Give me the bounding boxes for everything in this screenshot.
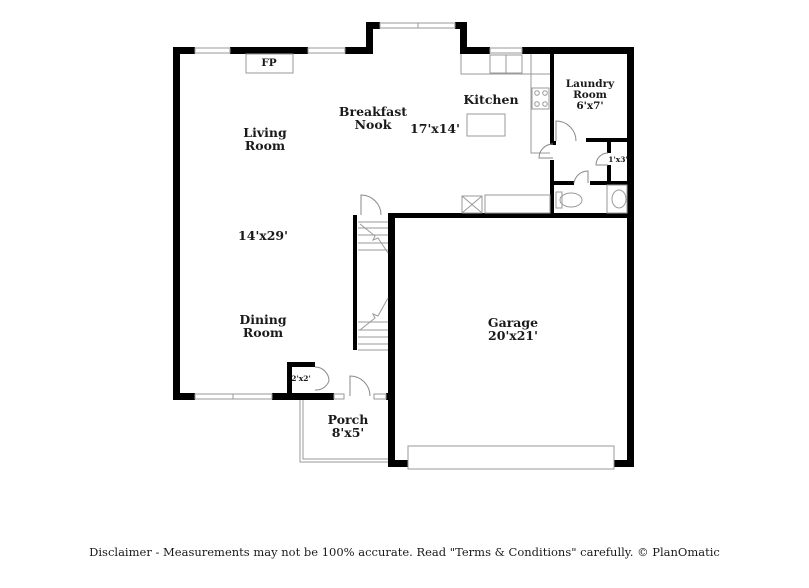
kitchen-counters (460, 54, 551, 214)
staircase (358, 221, 389, 351)
toilet-icon (555, 191, 583, 209)
kitchen-island (466, 113, 506, 137)
interior-walls (353, 54, 628, 350)
garage-dimensions: 20'x21' (488, 328, 538, 344)
garage-name: Garage (487, 315, 539, 330)
living-room-label: Living Room (243, 126, 286, 152)
breakfast-nook-name-1: Breakfast (338, 104, 408, 119)
fireplace (245, 53, 294, 74)
doors (314, 120, 609, 397)
laundry-room-name-2: Room (573, 89, 607, 102)
dining-room-name-1: Dining (239, 312, 287, 327)
sink-icon (606, 184, 628, 214)
laundry-room-dimensions: 6'x7' (576, 100, 604, 113)
kitchen-label: Kitchen (463, 92, 519, 107)
small-closet-dimensions: 1'x3' (608, 155, 628, 164)
bath-fixtures (555, 184, 628, 214)
windows (194, 22, 523, 400)
appliance-x-icon (461, 195, 483, 214)
exterior-walls (173, 22, 634, 467)
living-room-dimensions: 14'x29' (238, 228, 288, 243)
living-room-name-2: Room (244, 138, 286, 154)
breakfast-nook-dimensions: 17'x14' (410, 121, 460, 136)
fireplace-label: FP (261, 57, 277, 69)
laundry-room-label: Laundry Room 6'x7' (565, 78, 615, 113)
porch-dimensions: 8'x5' (331, 425, 365, 441)
disclaimer-text: Disclaimer - Measurements may not be 100… (89, 545, 720, 559)
dining-room-label: Dining Room (239, 313, 286, 339)
laundry-room-name-1: Laundry (565, 78, 615, 90)
living-room-name-1: Living (243, 125, 287, 140)
porch-name: Porch (327, 412, 369, 427)
entry-closet-dimensions: 2'x2' (291, 374, 311, 383)
porch-label: Porch 8'x5' (328, 413, 369, 439)
porch-outline (299, 400, 388, 463)
breakfast-nook-name-2: Nook (354, 117, 392, 133)
stove-icon (531, 87, 550, 110)
garage-label: Garage 20'x21' (488, 316, 538, 342)
breakfast-nook-label: Breakfast Nook (339, 105, 407, 131)
garage-door (407, 445, 615, 470)
dining-room-name-2: Room (242, 325, 284, 341)
